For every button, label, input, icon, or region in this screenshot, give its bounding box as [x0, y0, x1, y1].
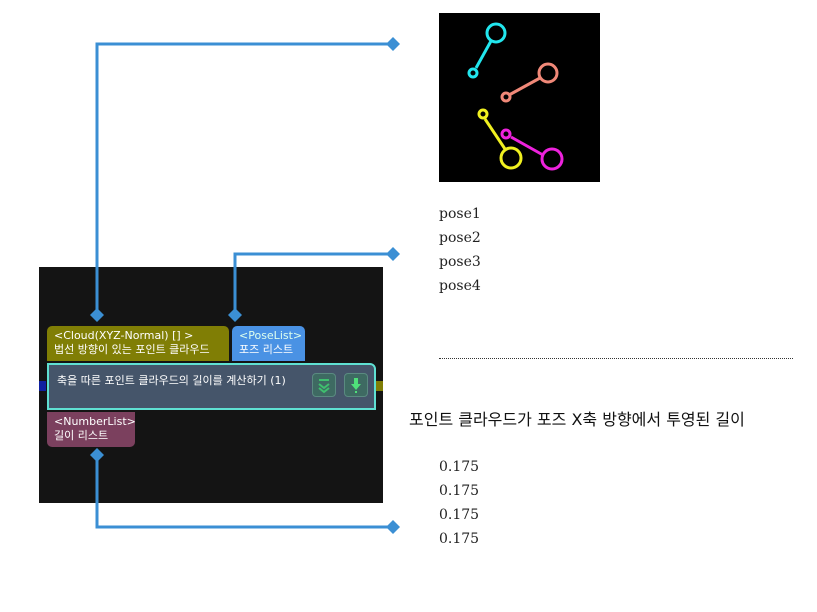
- value-item: 0.175: [439, 459, 480, 475]
- input-port-poselist[interactable]: <PoseList> 포즈 리스트: [232, 326, 305, 361]
- pose-item: pose3: [439, 254, 481, 270]
- port-type: <NumberList>: [54, 415, 136, 428]
- pose-item: pose2: [439, 230, 481, 246]
- output-port-numberlist[interactable]: <NumberList> 길이 리스트: [47, 412, 136, 447]
- port-type: <PoseList>: [239, 329, 303, 342]
- pose-item: pose1: [439, 206, 481, 222]
- port-diamond-icon: [90, 448, 104, 462]
- length-values: 0.175 0.175 0.175 0.175: [439, 455, 479, 551]
- run-icon: [351, 378, 361, 393]
- expand-icon: [318, 379, 330, 394]
- point-cloud-image: [439, 13, 600, 182]
- left-side-port[interactable]: [39, 381, 46, 391]
- node-title: 축을 따른 포인트 클라우드의 길이를 계산하기 (1): [57, 374, 286, 387]
- endpoint-diamond-icon: [386, 37, 400, 51]
- port-label: 포즈 리스트: [239, 343, 294, 356]
- right-side-port[interactable]: [376, 381, 383, 391]
- value-item: 0.175: [439, 531, 480, 547]
- input-port-cloud[interactable]: <Cloud(XYZ-Normal) [] > 법선 방향이 있는 포인트 클라…: [47, 326, 229, 361]
- port-diamond-icon: [90, 308, 104, 322]
- port-label: 법선 방향이 있는 포인트 클라우드: [54, 343, 210, 356]
- pose-item: pose4: [439, 278, 481, 294]
- connector-cloud: [95, 42, 393, 315]
- connector-output: [95, 455, 393, 529]
- output-caption: 포인트 클라우드가 포즈 X축 방향에서 투영된 길이: [409, 410, 745, 429]
- step-node[interactable]: 축을 따른 포인트 클라우드의 길이를 계산하기 (1): [47, 363, 376, 410]
- divider: [439, 358, 793, 359]
- port-diamond-icon: [228, 308, 242, 322]
- connector-pose: [233, 252, 393, 315]
- run-button[interactable]: [344, 373, 368, 397]
- endpoint-diamond-icon: [386, 247, 400, 261]
- endpoint-diamond-icon: [386, 520, 400, 534]
- port-type: <Cloud(XYZ-Normal) [] >: [54, 329, 194, 342]
- value-item: 0.175: [439, 507, 480, 523]
- pose-list: pose1 pose2 pose3 pose4: [439, 202, 481, 298]
- value-item: 0.175: [439, 483, 480, 499]
- port-label: 길이 리스트: [54, 429, 109, 442]
- expand-button[interactable]: [312, 373, 336, 397]
